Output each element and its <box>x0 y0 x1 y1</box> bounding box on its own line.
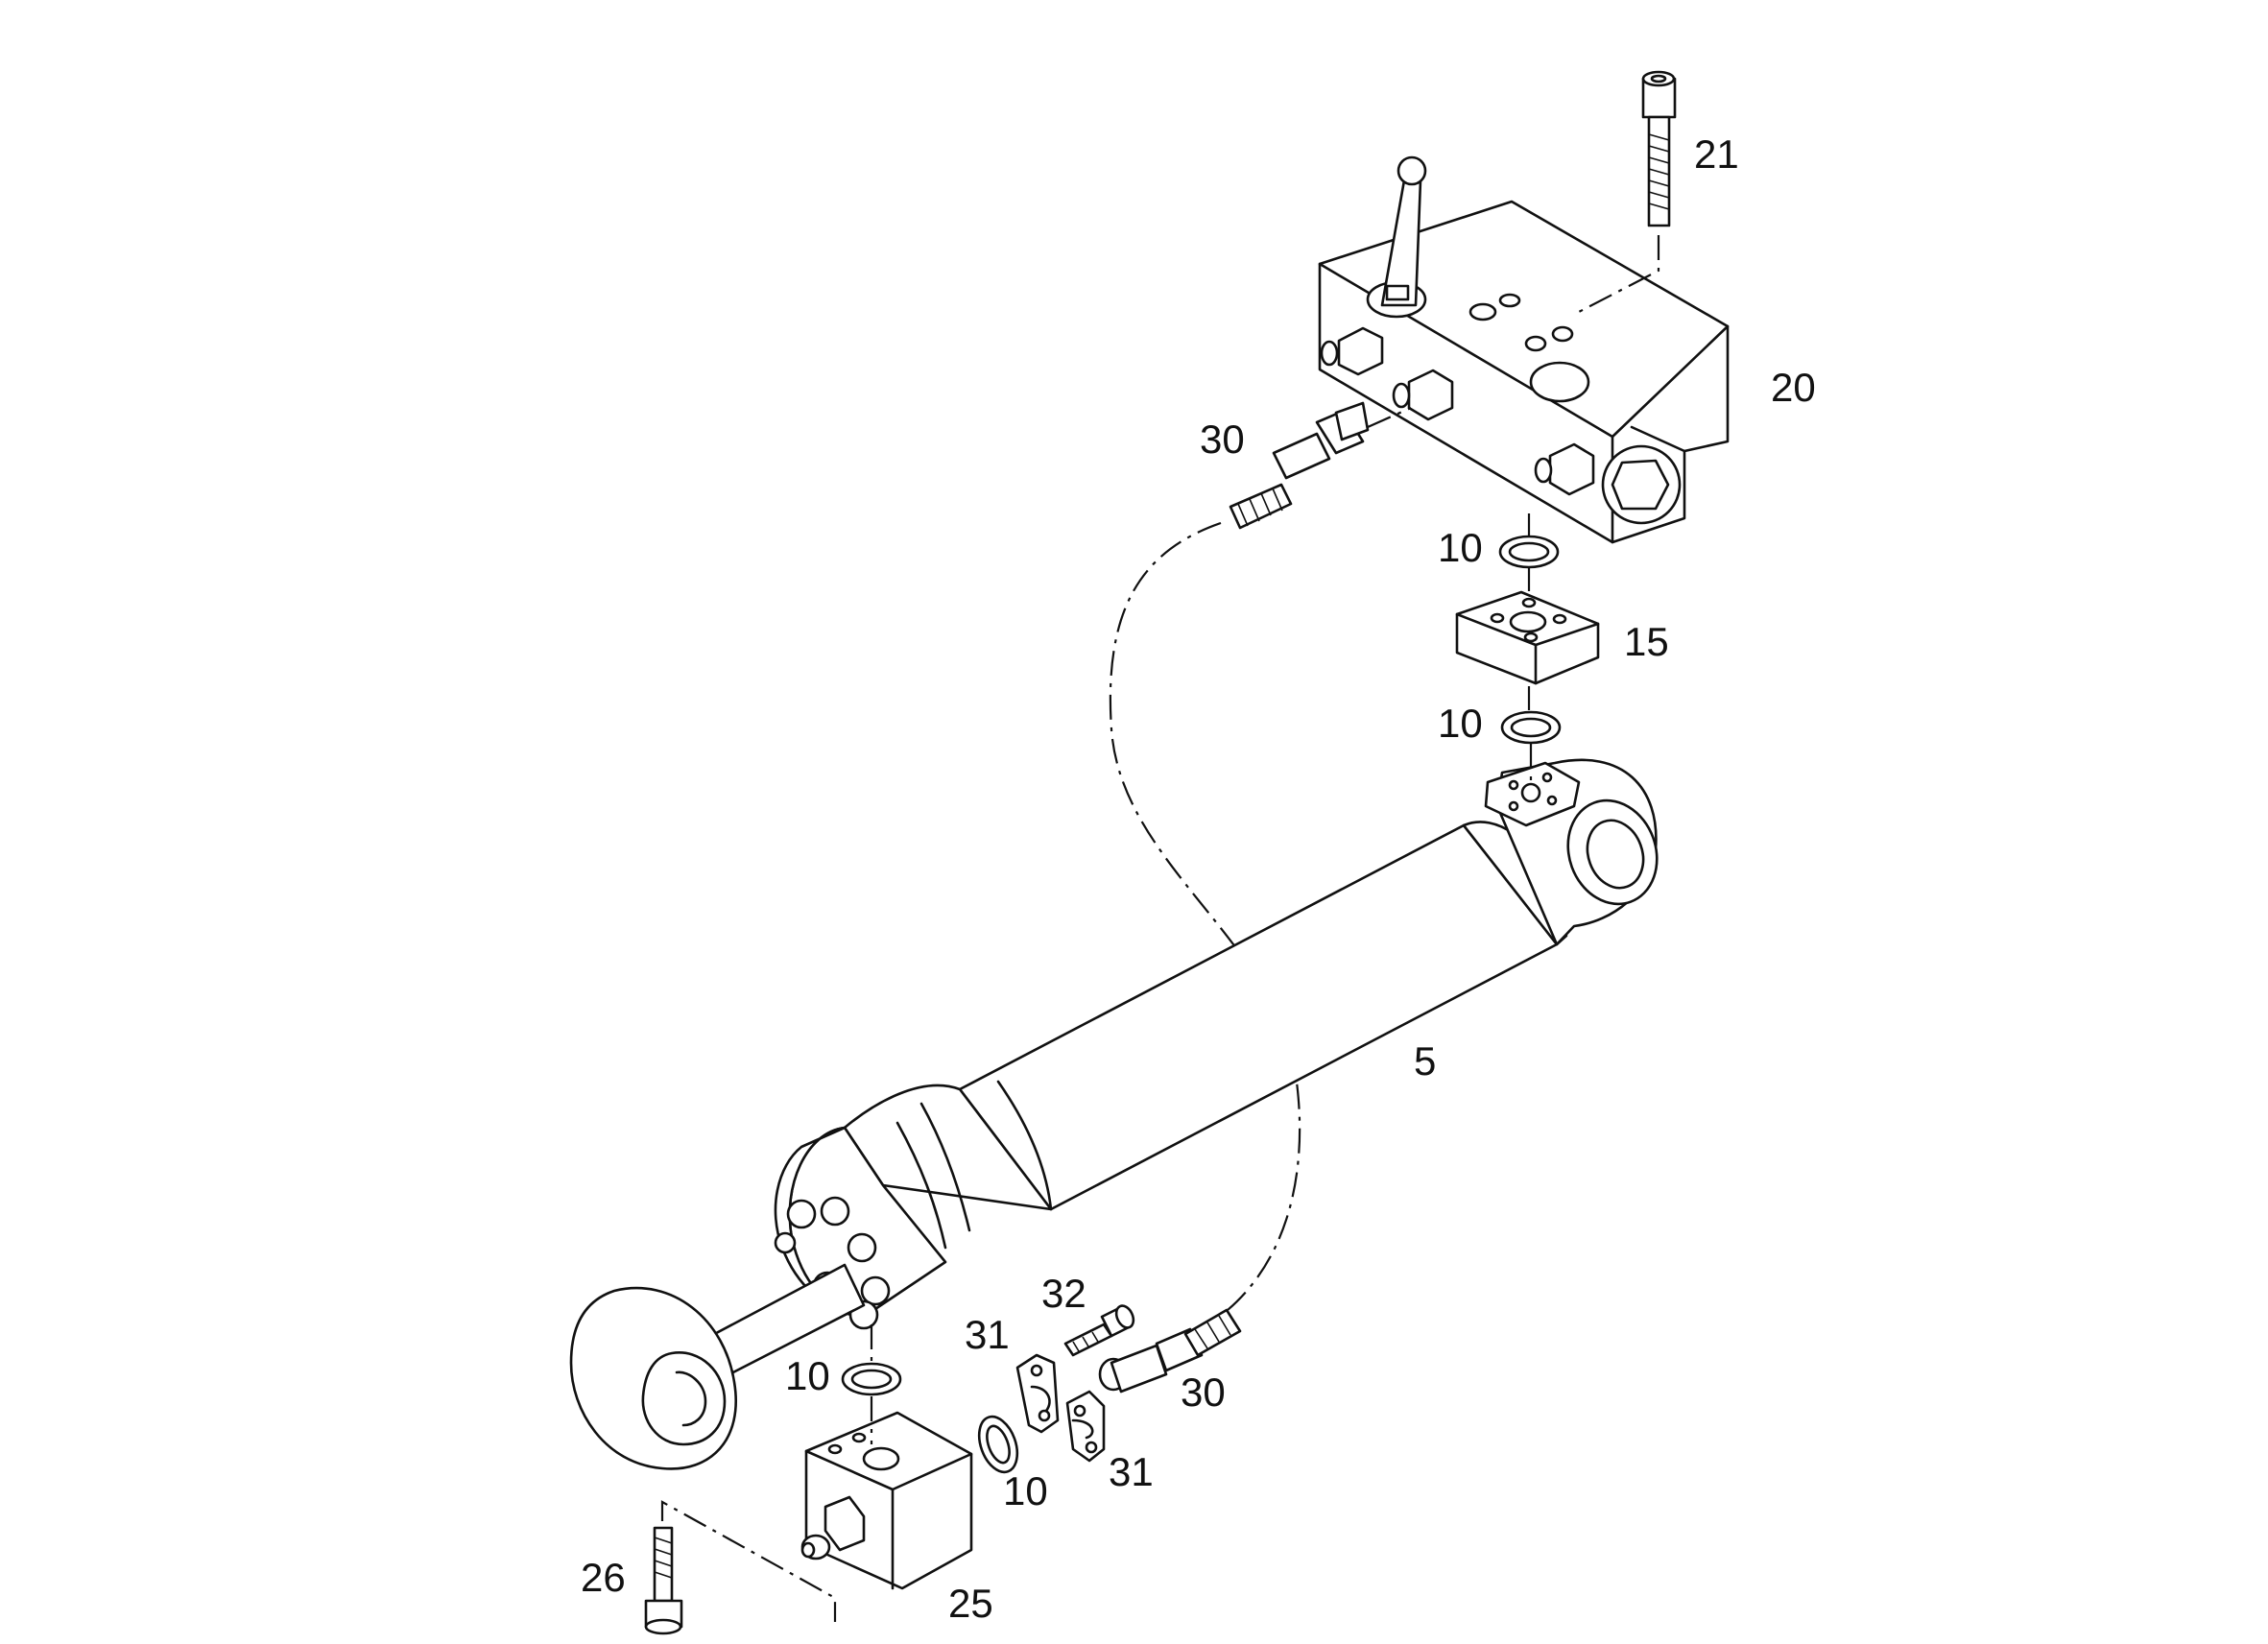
callout-25: 25 <box>948 1581 993 1626</box>
leader-line-21 <box>1578 235 1660 313</box>
callout-21: 21 <box>1694 131 1739 177</box>
callout-30-bottom: 30 <box>1181 1370 1226 1415</box>
callout-32: 32 <box>1041 1271 1086 1316</box>
adapter-plate-15 <box>1455 590 1600 685</box>
valve-block-25 <box>800 1411 973 1590</box>
valve-lever <box>1366 155 1427 319</box>
socket-head-bolt-26 <box>644 1526 683 1635</box>
callout-20: 20 <box>1771 365 1816 410</box>
callout-5: 5 <box>1414 1038 1436 1084</box>
callout-10-c: 10 <box>785 1353 830 1398</box>
hose-fitting-30-bottom <box>1098 1308 1242 1394</box>
callout-10-a: 10 <box>1438 525 1483 570</box>
valve-fitting <box>1320 326 1384 376</box>
hose-fitting-30-top <box>1229 401 1412 530</box>
callout-10-b: 10 <box>1438 701 1483 746</box>
callout-15: 15 <box>1624 619 1669 664</box>
callout-31-a: 31 <box>965 1312 1010 1357</box>
leader-line-26 <box>660 1500 837 1622</box>
hose-routing-line <box>1109 521 1301 1323</box>
callout-10-d: 10 <box>1003 1468 1048 1513</box>
valve-fitting <box>1534 442 1595 496</box>
split-flange-31-lower <box>1065 1390 1106 1463</box>
callout-26: 26 <box>581 1555 626 1600</box>
split-flange-31-upper <box>1015 1353 1060 1434</box>
callout-30-top: 30 <box>1200 417 1245 462</box>
socket-head-bolt-21 <box>1641 70 1677 227</box>
screw-32 <box>1063 1304 1135 1357</box>
callout-31-b: 31 <box>1109 1449 1154 1494</box>
cylinder-body <box>569 758 1659 1470</box>
